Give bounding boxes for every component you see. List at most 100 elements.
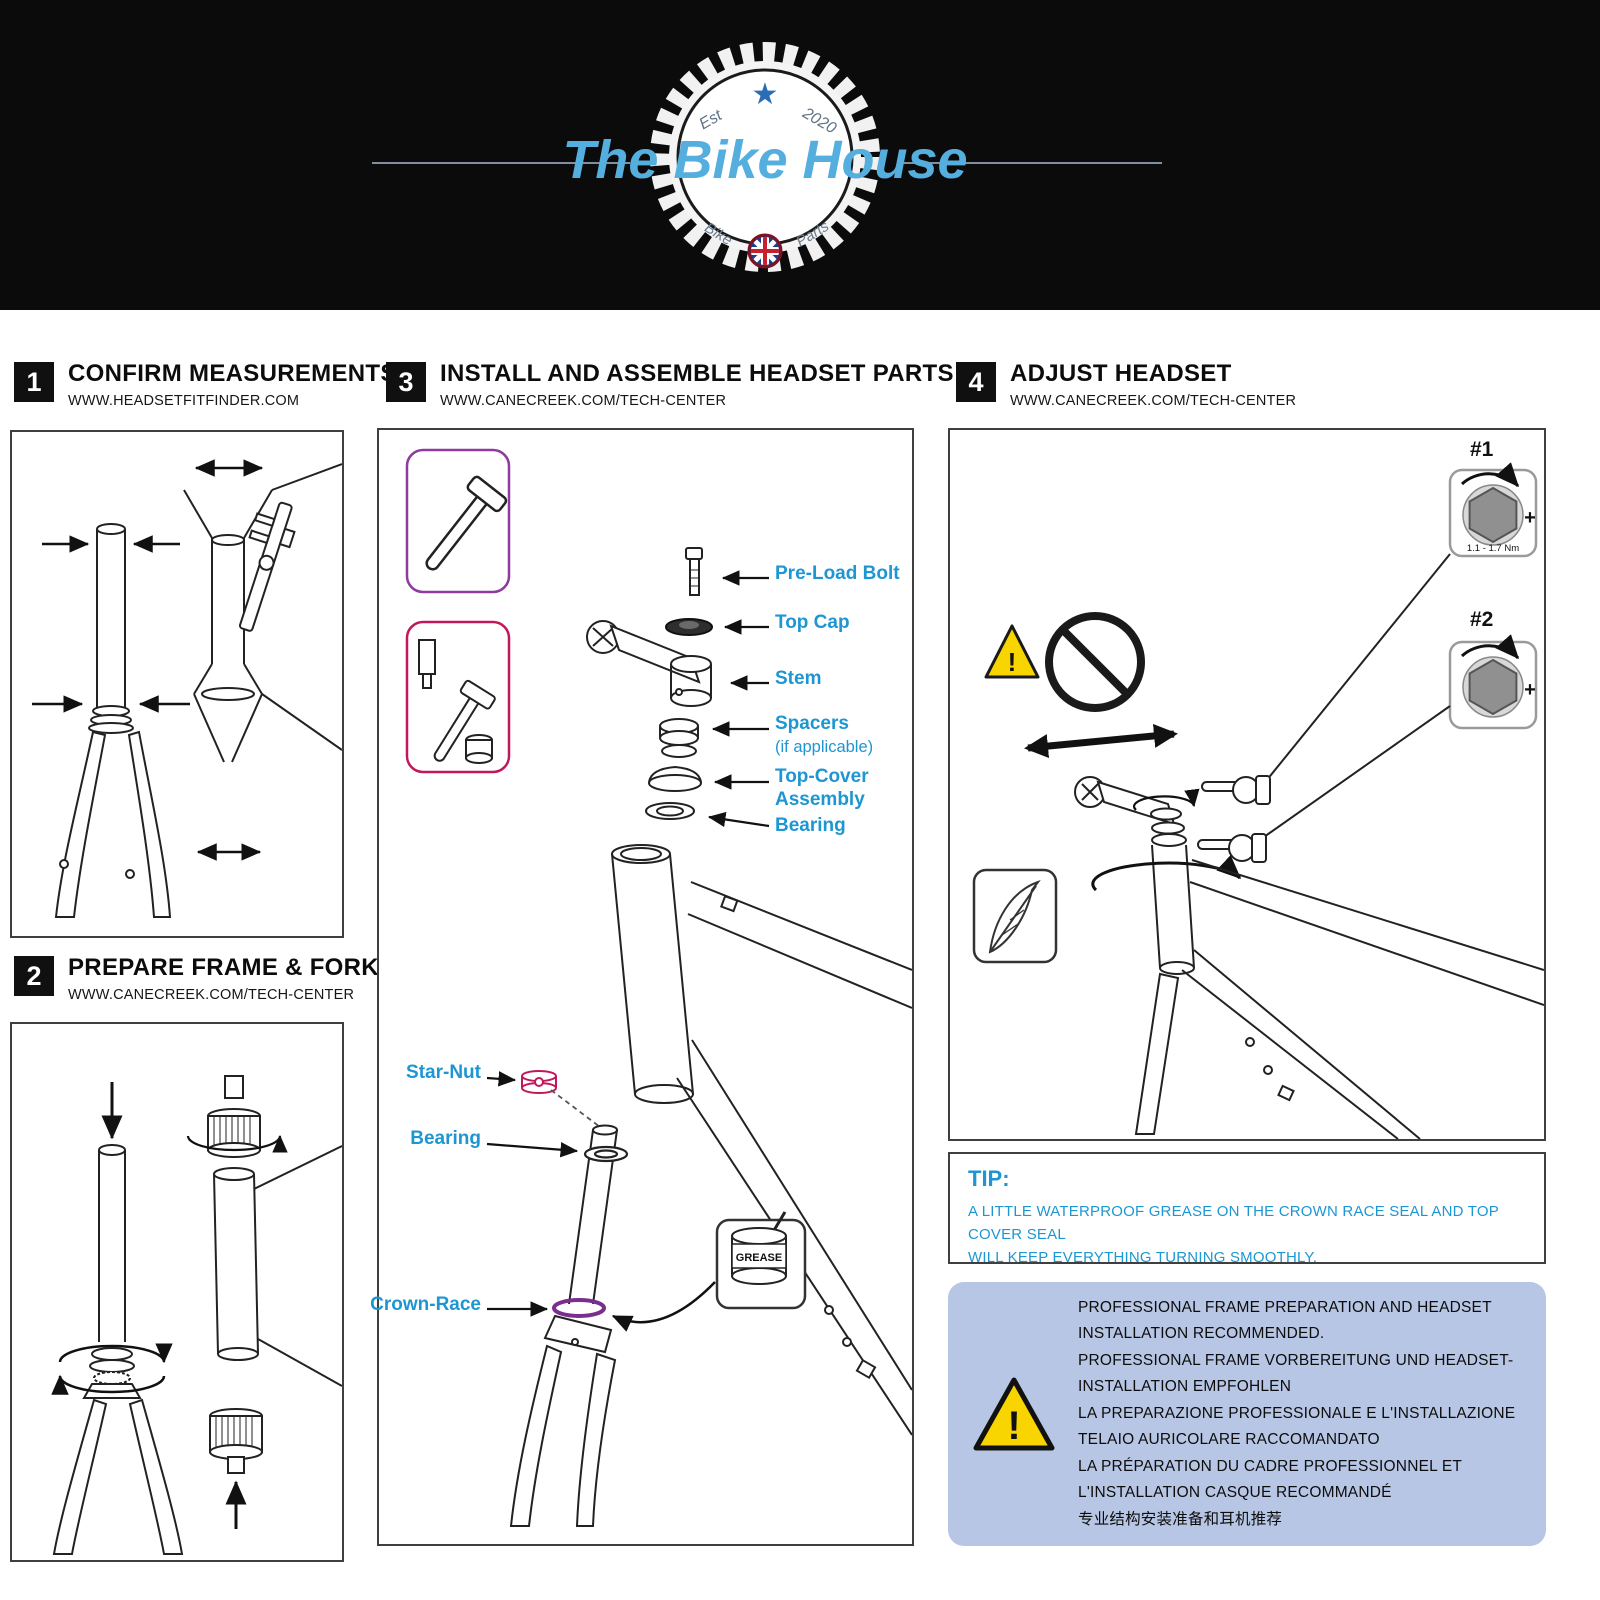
panel-prepare-frame-fork [10, 1022, 344, 1562]
svg-text:!: ! [1007, 1404, 1020, 1448]
notice-line: INSTALLATION RECOMMENDED. [1078, 1325, 1325, 1343]
label-preload-bolt: Pre-Load Bolt [775, 563, 900, 584]
tool1-pointer-line [1261, 553, 1451, 787]
label-assembly: Assembly [775, 789, 865, 810]
notice-line: INSTALLATION EMPFOHLEN [1078, 1378, 1292, 1396]
grease-label: GREASE [736, 1252, 782, 1264]
step3-badge: 3 [386, 362, 426, 402]
bearing-top-part [645, 802, 695, 820]
label-bearing-bottom: Bearing [410, 1128, 481, 1149]
head-tube-drawing [183, 463, 342, 763]
notice-text: PROFESSIONAL FRAME PREPARATION AND HEADS… [1078, 1295, 1515, 1534]
professional-notice: ! PROFESSIONAL FRAME PREPARATION AND HEA… [948, 1282, 1546, 1546]
gear-logo: ★ Est 2020 Bike Parts [650, 42, 880, 272]
measure-arrows [32, 459, 264, 861]
brand-name: The Bike House [562, 130, 967, 190]
step4-title: ADJUST HEADSET [1010, 360, 1232, 387]
step4-badge: 4 [956, 362, 996, 402]
top-cover-part [648, 765, 702, 792]
side-to-side-arrow [1024, 723, 1178, 759]
feather-icon [988, 879, 1041, 954]
panel-confirm-measurements [10, 430, 344, 938]
step1-header: CONFIRM MEASUREMENTS WWW.HEADSETFITFINDE… [68, 360, 397, 409]
notice-line: L'INSTALLATION CASQUE RECOMMANDÉ [1078, 1484, 1392, 1502]
step2-header: PREPARE FRAME & FORK WWW.CANECREEK.COM/T… [68, 954, 379, 1003]
bearing-bottom-part [583, 1145, 629, 1163]
step2-title: PREPARE FRAME & FORK [68, 954, 379, 981]
tip-label: TIP: [968, 1166, 1010, 1191]
gear-teeth [650, 42, 880, 272]
label-spacers: Spacers [775, 713, 849, 734]
prohibition-icon [1045, 612, 1145, 712]
hand-icon [1201, 775, 1271, 805]
notice-line: LA PREPARAZIONE PROFESSIONALE E L'INSTAL… [1078, 1404, 1516, 1422]
feather-box [972, 868, 1058, 964]
star-icon: ★ [752, 78, 779, 111]
measurement-diagram [32, 459, 342, 918]
step3-title: INSTALL AND ASSEMBLE HEADSET PARTS [440, 360, 954, 387]
warning-triangle-icon: ! [984, 624, 1040, 679]
adjust-diagram: + 1.1 - 1.7 Nm + ! [972, 462, 1544, 1139]
hand-icon [1197, 833, 1267, 863]
stem-part [586, 620, 712, 707]
warning-triangle-icon: ! [973, 1377, 1055, 1451]
grease-can-icon: GREASE [731, 1211, 787, 1285]
plus-sign: + [1524, 507, 1536, 529]
label-spacers-note: (if applicable) [775, 738, 874, 756]
hammer-icon [425, 475, 508, 571]
brand-logo: ★ Est 2020 Bike Parts The Bike House [372, 42, 1162, 272]
step4-url: WWW.CANECREEK.COM/TECH-CENTER [1010, 393, 1297, 409]
step3-header: INSTALL AND ASSEMBLE HEADSET PARTS WWW.C… [440, 360, 954, 409]
star-nut-part [521, 1070, 557, 1094]
tip-box: TIP: A LITTLE WATERPROOF GREASE ON THE C… [948, 1152, 1546, 1266]
grease-arrow [611, 1281, 716, 1332]
punch-tool-box [405, 620, 511, 774]
uk-flag-icon [747, 233, 783, 269]
notice-line: PROFESSIONAL FRAME PREPARATION AND HEADS… [1078, 1298, 1492, 1316]
label-top-cap: Top Cap [775, 612, 850, 633]
tip-line: WILL KEEP EVERYTHING TURNING SMOOTHLY. [968, 1249, 1318, 1266]
label-stem: Stem [775, 668, 822, 689]
exploded-headset-diagram: GREASE [405, 448, 912, 1527]
step1-title: CONFIRM MEASUREMENTS [68, 360, 397, 387]
panel-adjust-headset: + 1.1 - 1.7 Nm + ! [948, 428, 1546, 1141]
grease-can-box: GREASE [611, 1211, 807, 1332]
panel-install-assemble: GREASE [377, 428, 914, 1546]
callout-arrows [486, 570, 770, 1317]
hex-bolt-icon [1468, 658, 1518, 716]
fork-steerer-drawing [54, 523, 172, 918]
caliper-tool-icon [238, 501, 296, 632]
tool-icon-1: + 1.1 - 1.7 Nm [1448, 462, 1538, 558]
step1-url: WWW.HEADSETFITFINDER.COM [68, 393, 300, 409]
notice-line: TELAIO AURICOLARE RACCOMANDATO [1078, 1431, 1380, 1449]
crown-race-part [552, 1298, 606, 1318]
step4-header: ADJUST HEADSET WWW.CANECREEK.COM/TECH-CE… [1010, 360, 1296, 409]
plus-sign: + [1524, 679, 1536, 701]
label-top-cover: Top-Cover [775, 766, 869, 787]
headtube-cup-press-drawing [186, 1075, 342, 1529]
torque-spec: 1.1 - 1.7 Nm [1467, 543, 1519, 554]
step2-badge: 2 [14, 956, 54, 996]
brand-header: ★ Est 2020 Bike Parts The Bike House [0, 0, 1600, 310]
label-bearing-top: Bearing [775, 815, 846, 836]
frame-head-tube-drawing [611, 844, 912, 1436]
top-cap-part [665, 618, 713, 636]
preload-bolt-part [685, 547, 703, 596]
punch-tools-icon [418, 639, 496, 764]
label-star-nut: Star-Nut [406, 1062, 481, 1083]
tool-icon-2: + [1448, 634, 1538, 730]
notice-line: 专业结构安装准备和耳机推荐 [1078, 1510, 1283, 1528]
label-crown-race: Crown-Race [370, 1294, 481, 1315]
step3-url: WWW.CANECREEK.COM/TECH-CENTER [440, 393, 727, 409]
fork-crown-legs-drawing [509, 1314, 617, 1527]
step2-url: WWW.CANECREEK.COM/TECH-CENTER [68, 987, 355, 1003]
hammer-tool-box [405, 448, 511, 594]
spacers-part [659, 718, 699, 758]
svg-text:!: ! [1008, 647, 1017, 677]
stem-headtube-drawing [1074, 776, 1544, 1139]
star-nut-guide-line [550, 1089, 605, 1131]
step1-badge: 1 [14, 362, 54, 402]
tool2-pointer-line [1253, 705, 1451, 845]
tool2-number: #2 [1470, 608, 1494, 631]
fork-crown-race-drawing [51, 1082, 184, 1555]
